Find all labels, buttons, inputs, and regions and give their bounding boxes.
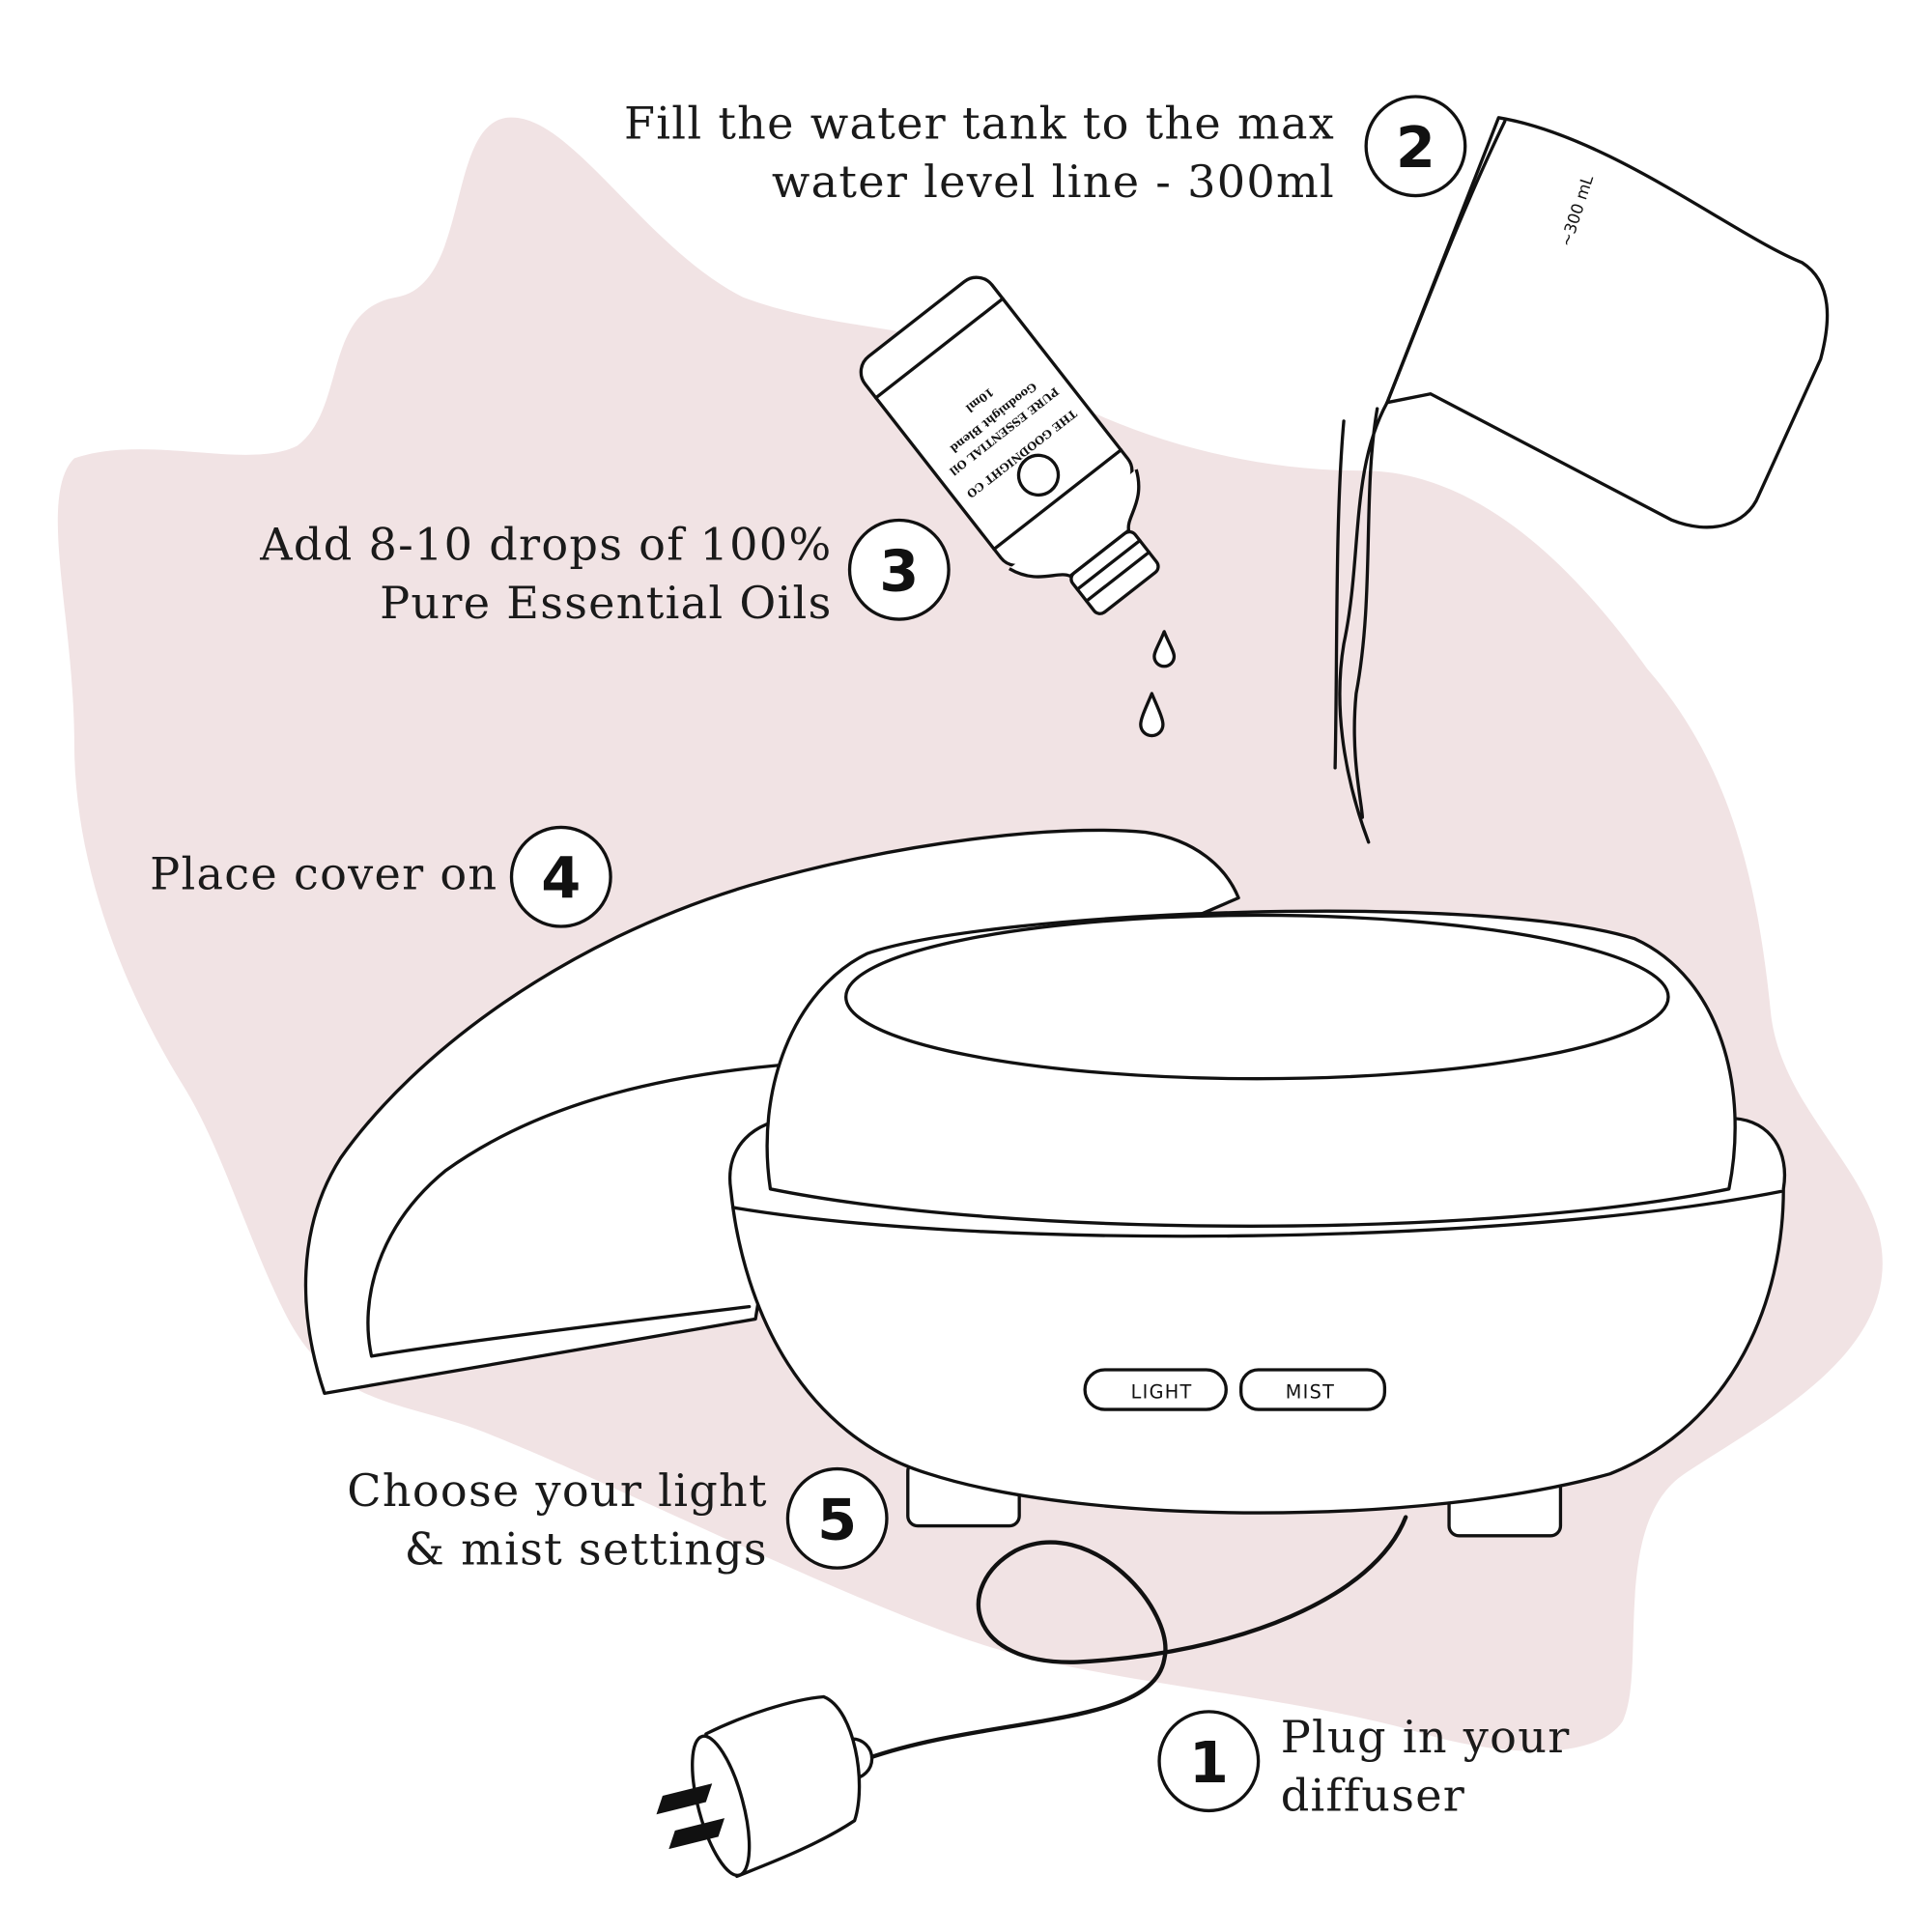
step-3-line-1: Add 8-10 drops of 100% xyxy=(259,519,832,571)
diffuser-top xyxy=(844,913,1670,1081)
step-4-badge xyxy=(509,825,612,928)
step-2: Fill the water tank to the max water lev… xyxy=(624,95,1467,208)
brand-logo-icon xyxy=(1016,453,1061,497)
power-plug xyxy=(656,1694,874,1879)
oil-drop-icon xyxy=(1139,692,1165,738)
plug-prongs xyxy=(656,1783,725,1850)
step-1: 1 Plug in your diffuser xyxy=(1157,1710,1571,1821)
step-2-badge xyxy=(1364,95,1467,198)
step-1-line-2: diffuser xyxy=(1281,1769,1465,1821)
step-2-line-1: Fill the water tank to the max xyxy=(624,98,1335,150)
step-3-line-2: Pure Essential Oils xyxy=(380,577,832,629)
essential-oil-bottle: THE GOODNIGHT CO PURE ESSENTIAL Oil Good… xyxy=(859,275,1160,615)
step-1-line-1: Plug in your xyxy=(1281,1711,1571,1763)
step-3-badge xyxy=(847,518,951,621)
light-button[interactable]: LIGHT xyxy=(1083,1368,1228,1411)
oil-drop-icon xyxy=(1152,630,1177,668)
step-1-badge xyxy=(1157,1710,1261,1813)
water-stream xyxy=(1333,401,1389,844)
mist-button[interactable]: MIST xyxy=(1238,1368,1387,1411)
step-5-line-1: Choose your light xyxy=(347,1464,768,1517)
step-4-number: 4 xyxy=(541,845,581,912)
step-5-badge xyxy=(785,1466,889,1570)
measuring-jug: ~300 mL xyxy=(1333,116,1830,844)
diffuser-base: LIGHT MIST xyxy=(727,909,1787,1538)
step-5: Choose your light & mist settings 5 xyxy=(347,1464,889,1575)
power-cord xyxy=(865,1515,1408,1761)
step-5-line-2: & mist settings xyxy=(405,1522,768,1575)
step-3-number: 3 xyxy=(879,538,919,605)
step-4: Place cover on 4 xyxy=(150,825,612,928)
step-2-line-2: water level line - 300ml xyxy=(772,156,1335,208)
light-button-label: LIGHT xyxy=(1131,1380,1193,1403)
step-2-number: 2 xyxy=(1396,114,1435,181)
step-5-number: 5 xyxy=(817,1487,857,1553)
step-4-line-1: Place cover on xyxy=(150,848,497,900)
step-3: Add 8-10 drops of 100% Pure Essential Oi… xyxy=(259,518,951,629)
step-1-number: 1 xyxy=(1189,1729,1229,1796)
mist-button-label: MIST xyxy=(1286,1380,1335,1403)
